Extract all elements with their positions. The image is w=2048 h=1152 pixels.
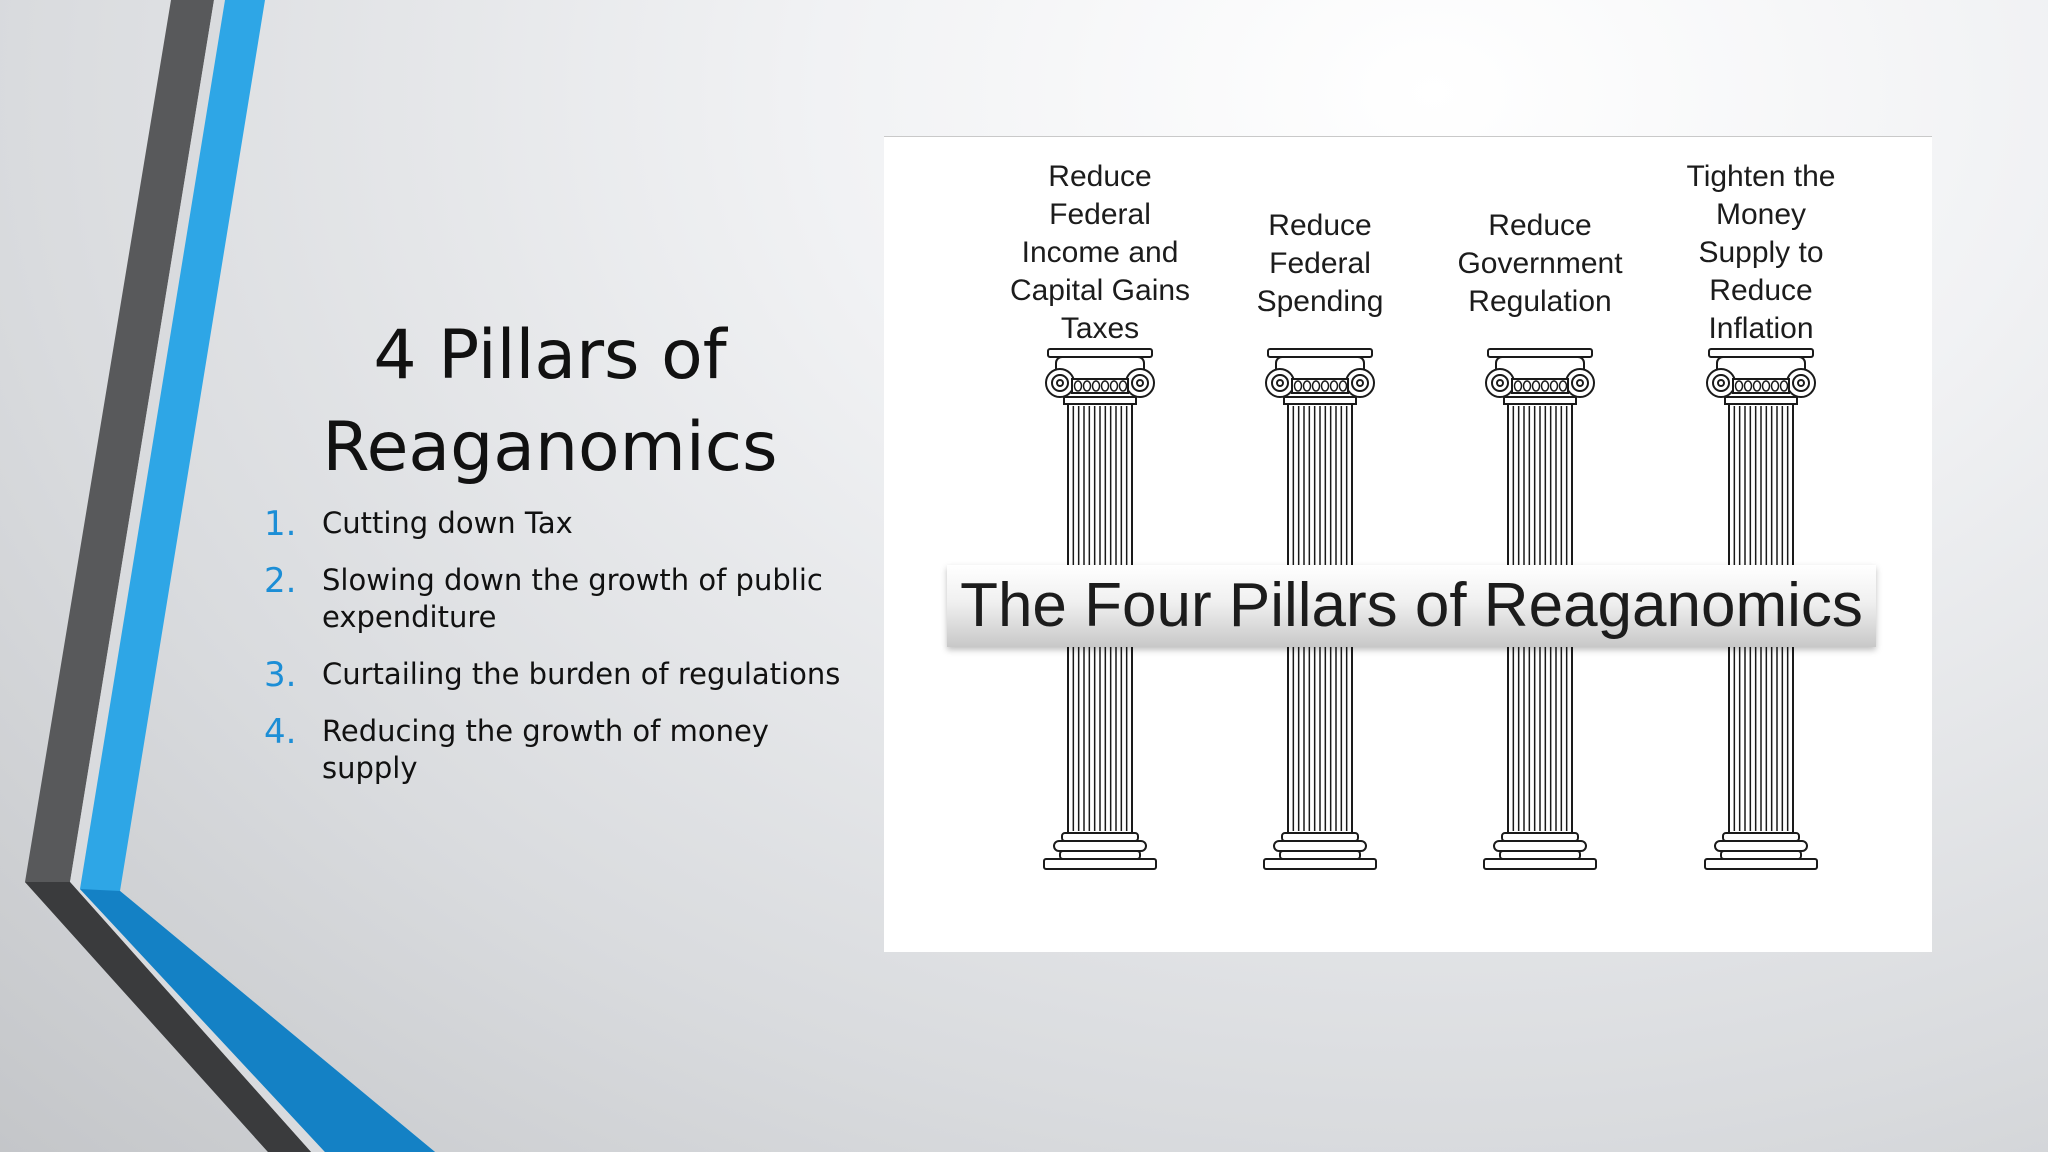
figure-banner: The Four Pillars of Reaganomics [947,565,1876,647]
list-item: 3. Curtailing the burden of regulations [262,655,862,695]
list-item-text: Cutting down Tax [322,506,573,540]
pillar-label-regulation: Reduce Government Regulation [1457,209,1623,318]
list-item: 2. Slowing down the growth of public exp… [262,562,862,636]
list-number: 1. [264,504,297,544]
list-number: 4. [264,712,297,752]
slide-title-line: Reaganomics [322,408,778,487]
list-item: 1. Cutting down Tax [262,504,862,544]
slide-title-line: 4 Pillars of [373,316,727,395]
pillar-label-money-supply: Tighten the Money Supply to Reduce Infla… [1686,160,1836,345]
slide-title: 4 Pillars of Reaganomics [250,310,850,494]
pillar-list: 1. Cutting down Tax 2. Slowing down the … [262,505,862,807]
list-number: 2. [264,561,297,601]
pillar-label-taxes: Reduce Federal Income and Capital Gains … [1009,160,1191,345]
list-item: 4. Reducing the growth of money supply [262,713,862,787]
four-pillars-image: Reduce Federal Income and Capital Gains … [884,136,1932,952]
list-item-text: Slowing down the growth of public expend… [322,563,823,634]
pillar-label-spending: Reduce Federal Spending [1256,209,1384,318]
banner-title: The Four Pillars of Reaganomics [960,571,1863,640]
list-item-text: Curtailing the burden of regulations [322,657,841,691]
list-number: 3. [264,655,297,695]
list-item-text: Reducing the growth of money supply [322,714,769,785]
